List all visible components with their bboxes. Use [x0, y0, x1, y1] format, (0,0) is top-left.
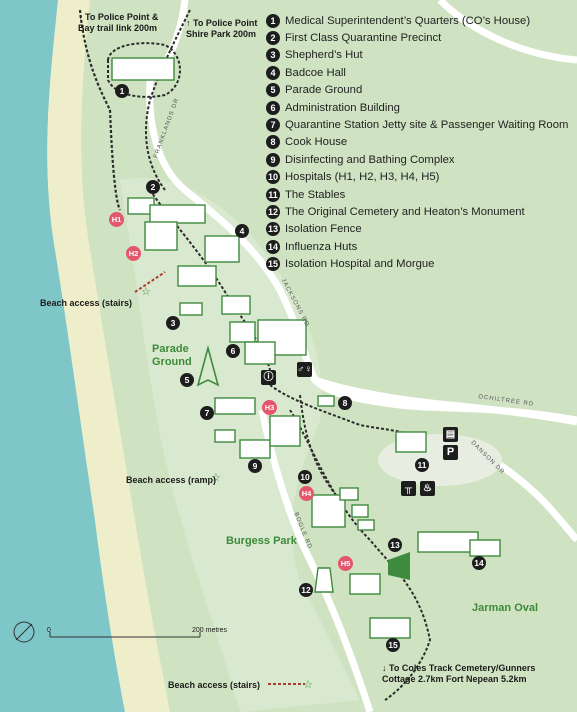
- direction-coles: ↓ To Coles Track Cemetery/Gunners Cottag…: [382, 663, 536, 684]
- marker-9[interactable]: 9: [248, 459, 262, 473]
- bbq-icon[interactable]: ♨: [420, 481, 435, 496]
- marker-11[interactable]: 11: [415, 458, 429, 472]
- direction-police-bay: ↑ To Police Point & Bay trail link 200m: [78, 12, 159, 33]
- label-beach-stairs-bottom: Beach access (stairs): [168, 680, 261, 690]
- hospital-marker-h5[interactable]: H5: [338, 556, 353, 571]
- legend-number: 5: [266, 83, 280, 98]
- legend-label: The Original Cemetery and Heaton’s Monum…: [285, 205, 525, 218]
- svg-text:☆: ☆: [211, 471, 221, 484]
- marker-3[interactable]: 3: [166, 316, 180, 330]
- bus-icon[interactable]: ▤: [443, 427, 458, 442]
- legend-item: 4 Badcoe Hall: [266, 64, 571, 81]
- label-parade-ground: Parade Ground: [152, 343, 192, 368]
- marker-1[interactable]: 1: [115, 84, 129, 98]
- marker-2[interactable]: 2: [146, 180, 160, 194]
- legend-number: 11: [266, 187, 280, 202]
- legend-item: 15 Isolation Hospital and Morgue: [266, 255, 571, 272]
- legend-label: Parade Ground: [285, 84, 363, 97]
- direction-coles-text: To Coles Track Cemetery/Gunners Cottage …: [382, 663, 536, 684]
- label-burgess-park: Burgess Park: [226, 535, 297, 547]
- buildings: [111, 57, 501, 639]
- direction-police-bay-text: To Police Point & Bay trail link 200m: [78, 12, 159, 33]
- legend-label: Administration Building: [285, 101, 400, 114]
- toilets-icon[interactable]: ♂♀: [297, 362, 312, 377]
- legend-number: 15: [266, 257, 280, 272]
- legend-item: 2 First Class Quarantine Precinct: [266, 29, 571, 46]
- hospital-marker-h4[interactable]: H4: [299, 486, 314, 501]
- legend-label: Badcoe Hall: [285, 66, 346, 79]
- legend-number: 3: [266, 48, 280, 63]
- direction-police-shire: ↑ To Police Point Shire Park 200m: [186, 18, 258, 39]
- scale-zero: 0: [47, 627, 51, 634]
- sea: [0, 0, 125, 712]
- marker-4[interactable]: 4: [235, 224, 249, 238]
- legend: 1 Medical Superintendent’s Quarters (CO’s…: [266, 12, 571, 273]
- legend-label: Disinfecting and Bathing Complex: [285, 153, 455, 166]
- marker-13[interactable]: 13: [388, 538, 402, 552]
- legend-item: 5 Parade Ground: [266, 82, 571, 99]
- legend-item: 9 Disinfecting and Bathing Complex: [266, 151, 571, 168]
- legend-label: Hospitals (H1, H2, H3, H4, H5): [285, 171, 440, 184]
- legend-number: 9: [266, 152, 280, 167]
- marker-10[interactable]: 10: [298, 470, 312, 484]
- label-beach-ramp: Beach access (ramp): [126, 475, 217, 485]
- marker-14[interactable]: 14: [472, 556, 486, 570]
- legend-label: The Stables: [285, 188, 346, 201]
- marker-6[interactable]: 6: [226, 344, 240, 358]
- trail-west: [78, 9, 122, 211]
- legend-item: 14 Influenza Huts: [266, 238, 571, 255]
- legend-number: 6: [266, 100, 280, 115]
- legend-label: Medical Superintendent’s Quarters (CO’s …: [285, 14, 531, 27]
- hospital-marker-h2[interactable]: H2: [126, 246, 141, 261]
- legend-number: 10: [266, 170, 280, 185]
- marker-7[interactable]: 7: [200, 406, 214, 420]
- parking-icon[interactable]: P: [443, 445, 458, 460]
- scale-label: 200 metres: [192, 627, 228, 634]
- picnic-table-icon[interactable]: ╥: [401, 481, 416, 496]
- legend-item: 6 Administration Building: [266, 99, 571, 116]
- direction-police-shire-text: To Police Point Shire Park 200m: [186, 18, 258, 39]
- legend-item: 1 Medical Superintendent’s Quarters (CO’s…: [266, 12, 571, 29]
- legend-label: First Class Quarantine Precinct: [285, 32, 442, 45]
- hospital-marker-h3[interactable]: H3: [262, 400, 277, 415]
- marker-15[interactable]: 15: [386, 638, 400, 652]
- svg-text:☆: ☆: [303, 678, 313, 691]
- legend-label: Shepherd’s Hut: [285, 49, 363, 62]
- legend-number: 4: [266, 65, 280, 80]
- legend-item: 11 The Stables: [266, 186, 571, 203]
- hospital-marker-h1[interactable]: H1: [109, 212, 124, 227]
- legend-number: 2: [266, 31, 280, 46]
- legend-label: Quarantine Station Jetty site & Passenge…: [285, 119, 569, 132]
- legend-item: 13 Isolation Fence: [266, 221, 571, 238]
- road-bogle: [258, 409, 374, 712]
- info-icon[interactable]: ⓘ: [261, 370, 276, 385]
- legend-number: 7: [266, 118, 280, 133]
- legend-number: 12: [266, 204, 280, 219]
- label-beach-stairs-top: Beach access (stairs): [40, 298, 133, 308]
- legend-item: 8 Cook House: [266, 134, 571, 151]
- legend-number: 1: [266, 13, 280, 28]
- legend-item: 10 Hospitals (H1, H2, H3, H4, H5): [266, 169, 571, 186]
- legend-number: 14: [266, 239, 280, 254]
- legend-label: Influenza Huts: [285, 240, 358, 253]
- marker-8[interactable]: 8: [338, 396, 352, 410]
- legend-label: Cook House: [285, 136, 348, 149]
- marker-12[interactable]: 12: [299, 583, 313, 597]
- svg-text:☆: ☆: [141, 285, 151, 298]
- label-jarman-oval: Jarman Oval: [472, 602, 539, 614]
- legend-number: 8: [266, 135, 280, 150]
- legend-item: 12 The Original Cemetery and Heaton’s Mon…: [266, 203, 571, 220]
- legend-item: 3 Shepherd’s Hut: [266, 47, 571, 64]
- legend-number: 13: [266, 222, 280, 237]
- marker-5[interactable]: 5: [180, 373, 194, 387]
- beach: [47, 0, 170, 712]
- legend-label: Isolation Fence: [285, 223, 362, 236]
- legend-item: 7 Quarantine Station Jetty site & Passeng…: [266, 116, 571, 133]
- legend-label: Isolation Hospital and Morgue: [285, 258, 435, 271]
